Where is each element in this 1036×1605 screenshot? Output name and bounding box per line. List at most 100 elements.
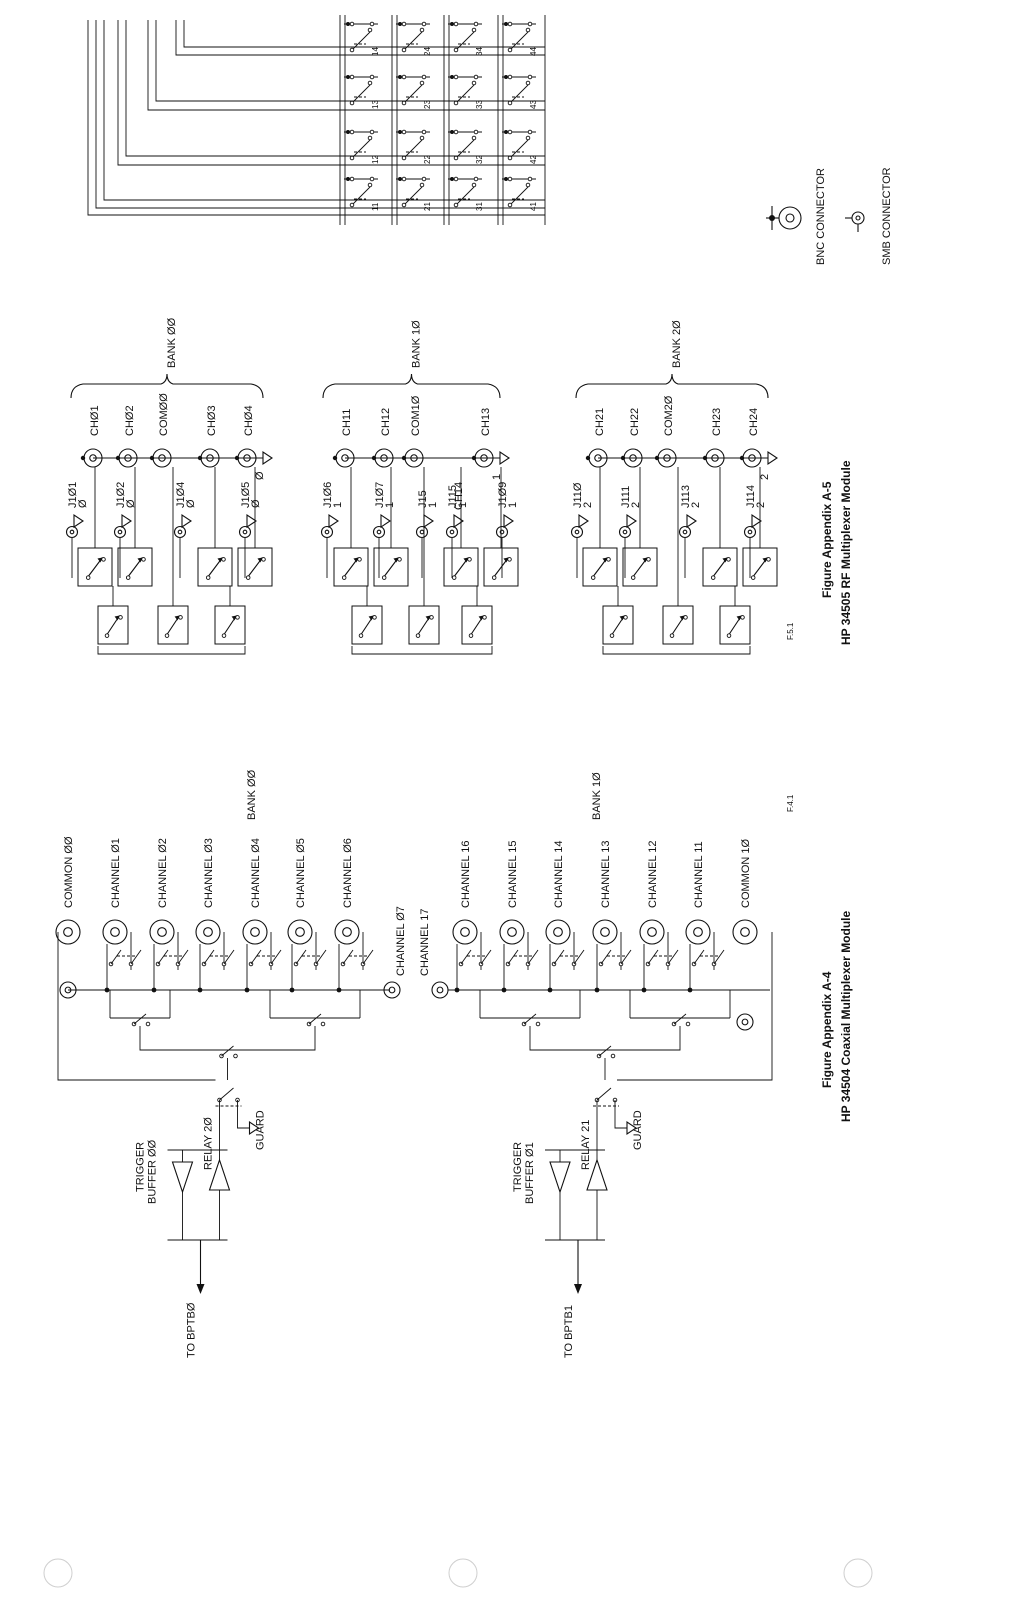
switch-contact <box>453 202 459 208</box>
rf-channel-label: CH11 <box>341 409 353 436</box>
switch-contact <box>349 47 355 53</box>
switch-contact <box>349 129 355 135</box>
switch-contact <box>233 1053 238 1059</box>
switch-arm <box>455 84 475 104</box>
coax-channel-label: CHANNEL Ø1 <box>110 838 122 908</box>
ground-mark: Ø <box>185 499 197 508</box>
matrix-cell: 31 <box>448 176 484 211</box>
connector-outer-ring <box>149 919 175 945</box>
coax-channel-label: CHANNEL Ø4 <box>250 838 262 908</box>
switch-arrow <box>137 557 143 563</box>
coax-common-label: COMMON 1Ø <box>740 839 752 909</box>
connector-pin <box>206 454 214 462</box>
bnc-connector-icon <box>431 981 449 999</box>
ground-triangle-icon <box>578 513 589 529</box>
figure-a5-caption-line1: Figure Appendix A-5 <box>820 481 834 598</box>
switch-arrow <box>217 557 223 563</box>
switch-arm <box>527 949 539 965</box>
switch-contact <box>491 575 497 580</box>
smb-connector-icon <box>618 525 632 539</box>
tree-wire <box>529 1026 681 1051</box>
ground-triangle-shape <box>767 450 778 466</box>
switch-arm <box>509 84 529 104</box>
switch-contact <box>145 1021 151 1027</box>
switch-contact <box>358 633 364 638</box>
rf-channel-label: CHØ1 <box>89 405 101 436</box>
ground-triangle-shape <box>73 513 84 529</box>
switch-contact <box>85 575 91 580</box>
rf-bank-label: BANK 1Ø <box>411 320 423 368</box>
switch-arm <box>342 949 354 965</box>
ground-mark: 2 <box>630 502 642 508</box>
matrix-cell-label: 42 <box>529 155 538 164</box>
ground-triangle-icon <box>767 450 778 466</box>
switch-contact <box>349 74 355 80</box>
junction-dot <box>234 455 240 461</box>
common-return-wire <box>57 932 216 1081</box>
smb-connector-icon <box>113 525 127 539</box>
coax-channel-label: CHANNEL 13 <box>600 841 612 908</box>
junction-dot <box>504 22 508 26</box>
buffer-rail <box>167 1149 228 1241</box>
ground-triangle-shape <box>686 513 697 529</box>
rf-channel-label: CH22 <box>629 408 641 436</box>
switch-arrow <box>97 557 103 563</box>
switch-contact <box>141 557 146 562</box>
switch-contact <box>421 74 427 80</box>
bank-brace <box>70 373 264 399</box>
bnc-connector-icon <box>766 206 802 230</box>
bnc-connector-icon <box>732 919 758 945</box>
bnc-connector-icon <box>736 1013 754 1031</box>
switch-arrow <box>602 557 608 563</box>
coax-channel-label: CHANNEL Ø3 <box>203 838 215 908</box>
switch-arrow <box>722 557 728 563</box>
switch-contact <box>507 129 513 135</box>
switch-contact <box>401 176 407 182</box>
switch-contact <box>104 633 110 638</box>
switch-contact <box>710 575 716 580</box>
rf-jack-label: J1Ø2 <box>115 482 127 508</box>
rf-channel-label: CH24 <box>748 408 760 436</box>
connector-pin <box>158 454 166 462</box>
junction-dot <box>115 455 121 461</box>
switch-arm <box>203 949 215 965</box>
matrix-cell: 33 <box>448 74 484 109</box>
switch-arrow <box>174 615 180 621</box>
junction-dot <box>450 22 454 26</box>
coax-channel-label: CHANNEL Ø6 <box>342 838 354 908</box>
junction-dot <box>594 987 600 993</box>
junction-dot <box>450 75 454 79</box>
ground-triangle-icon <box>380 513 391 529</box>
smb-connector-icon <box>320 525 334 539</box>
connector-pin <box>177 529 183 535</box>
switch-contact <box>369 21 375 27</box>
switch-arm <box>573 949 585 965</box>
bnc-connector-icon <box>195 919 221 945</box>
guard-triangle-icon <box>626 1120 637 1136</box>
connector-pin <box>460 927 470 937</box>
switch-arm <box>351 31 371 51</box>
bnc-connector-icon <box>685 919 711 945</box>
switch-contact <box>401 74 407 80</box>
switch-contact <box>646 557 651 562</box>
bnc-connector-icon <box>149 919 175 945</box>
switch-arm <box>403 84 423 104</box>
switch-arm <box>600 949 612 965</box>
switch-contact <box>507 74 513 80</box>
bnc-connector-icon <box>102 919 128 945</box>
bnc-connector-icon <box>452 919 478 945</box>
smb-connector-icon <box>173 525 187 539</box>
switch-arm <box>455 186 475 206</box>
ground-mark: Ø <box>125 499 137 508</box>
ground-triangle-shape <box>262 450 273 466</box>
ground-triangle-shape <box>248 1120 260 1136</box>
coax-channel-label: CHANNEL Ø5 <box>295 838 307 908</box>
trigger-buffer-label: BUFFER Ø1 <box>524 1142 536 1204</box>
connector-outer-ring <box>592 919 618 945</box>
switch-contact <box>357 557 362 562</box>
ground-triangle-shape <box>626 1120 637 1136</box>
guard-wire <box>614 1100 627 1129</box>
